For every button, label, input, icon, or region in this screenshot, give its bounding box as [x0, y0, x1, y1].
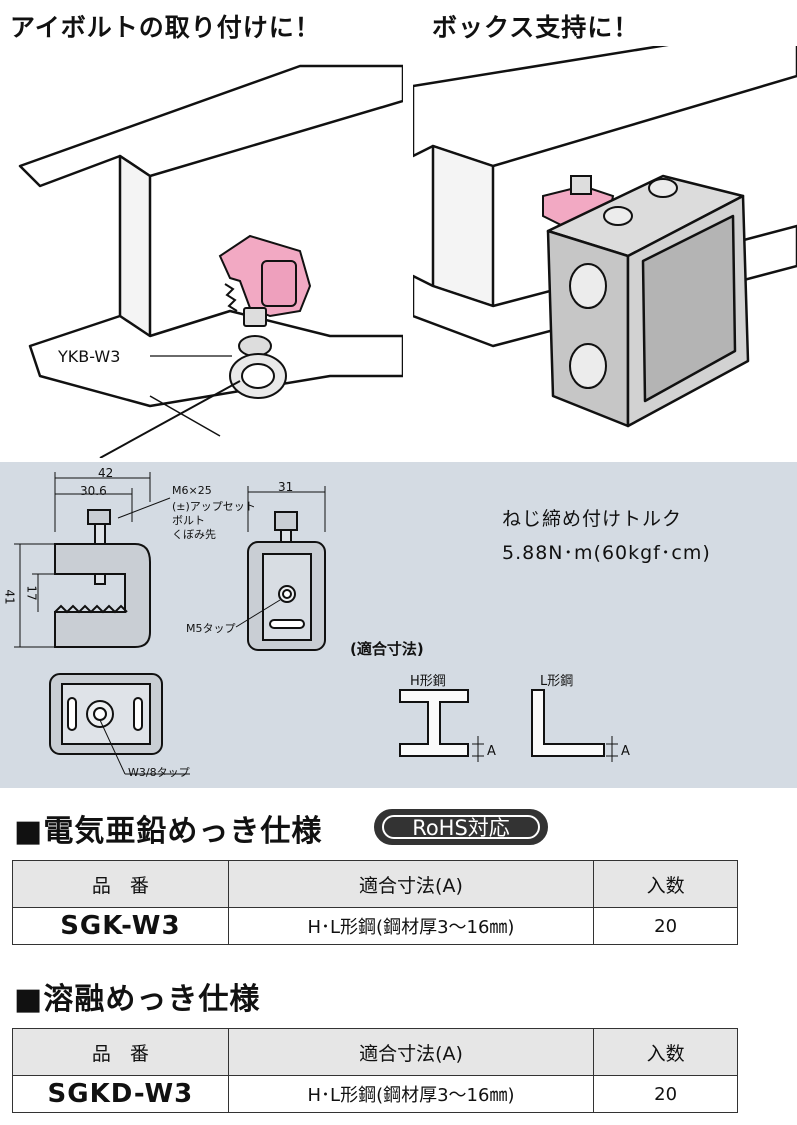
section-title-electro-zinc: ■電気亜鉛めっき仕様 [14, 814, 323, 849]
dim-width-inner: 30.6 [80, 484, 107, 498]
cell-model: SGKD-W3 [12, 1075, 229, 1113]
dim-width-overall: 42 [98, 466, 114, 480]
fit-dimension-title: (適合寸法) [350, 640, 424, 658]
a-marker-l: A [621, 744, 630, 759]
cell-fit: H･L形鋼(鋼材厚3〜16㎜) [227, 1075, 595, 1113]
header-qty: 入数 [593, 1028, 738, 1076]
cell-qty: 20 [593, 907, 738, 945]
callout-ykb-w3: YKB-W3 [57, 347, 120, 366]
heading-eyebolt: アイボルトの取り付けに！ [10, 13, 321, 42]
dim-height: 41 [2, 589, 17, 605]
bolt-note-3: ボルト [172, 514, 205, 527]
heading-box-support: ボックス支持に！ [432, 13, 640, 42]
clamp-pink [218, 234, 312, 318]
w38-tap-label: W3/8タップ [128, 766, 190, 779]
m5-tap-label: M5タップ [186, 622, 236, 635]
header-model: 品 番 [12, 1028, 229, 1076]
table-header-row: 品 番 適合寸法(A) 入数 [12, 860, 738, 908]
box-support-illustration [413, 46, 797, 428]
header-qty: 入数 [593, 860, 738, 908]
rohs-badge-text: RoHS対応 [382, 815, 540, 839]
a-marker-h: A [487, 744, 496, 759]
torque-label: ねじ締め付けトルク [502, 508, 683, 530]
header-fit: 適合寸法(A) [227, 860, 595, 908]
eyebolt-installation-illustration: YKB-W3 [18, 64, 403, 458]
cell-model: SGK-W3 [12, 907, 229, 945]
section-title-hot-dip: ■溶融めっき仕様 [14, 982, 261, 1017]
h-steel-label: H形鋼 [410, 674, 446, 689]
header-fit: 適合寸法(A) [227, 1028, 595, 1076]
table-row: SGK-W3 H･L形鋼(鋼材厚3〜16㎜) 20 [12, 907, 738, 945]
bolt-note-2: (±)アップセット [172, 500, 256, 513]
bolt-note-1: M6×25 [172, 484, 212, 497]
table-header-row: 品 番 適合寸法(A) 入数 [12, 1028, 738, 1076]
dim-depth: 31 [278, 480, 294, 494]
table-row: SGKD-W3 H･L形鋼(鋼材厚3〜16㎜) 20 [12, 1075, 738, 1113]
dim-height-inner: 17 [24, 585, 39, 601]
spec-table-hot-dip: 品 番 適合寸法(A) 入数 SGKD-W3 H･L形鋼(鋼材厚3〜16㎜) 2… [12, 1028, 738, 1113]
dimensions-panel: 42 30.6 31 41 17 M6×25 (±)アップセット ボルト くぼみ… [0, 462, 797, 788]
bolt-note-4: くぼみ先 [172, 528, 216, 541]
header-model: 品 番 [12, 860, 229, 908]
rohs-badge: RoHS対応 [374, 809, 548, 845]
torque-value: 5.88N･m(60kgf･cm) [502, 542, 711, 564]
spec-table-electro-zinc: 品 番 適合寸法(A) 入数 SGK-W3 H･L形鋼(鋼材厚3〜16㎜) 20 [12, 860, 738, 945]
dimension-drawings [14, 472, 618, 775]
l-steel-label: L形鋼 [540, 674, 574, 689]
cell-qty: 20 [593, 1075, 738, 1113]
cell-fit: H･L形鋼(鋼材厚3〜16㎜) [227, 907, 595, 945]
